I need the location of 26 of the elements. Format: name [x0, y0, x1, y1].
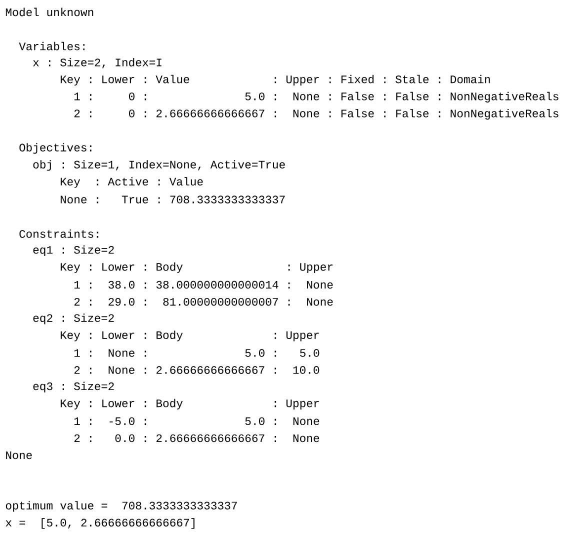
output-line: 1 : 0 : 5.0 : None : False : False : NonNegativeReals: [74, 92, 558, 103]
output-line: 1 : -5.0 : 5.0 : None: [74, 417, 320, 426]
output-line: x = [5.0, 2.66666666666667]: [6, 518, 194, 529]
output-line: Model unknown: [6, 8, 94, 16]
output-line: 1 : 38.0 : 38.000000000000014 : None: [74, 280, 333, 289]
output-line: Objectives:: [19, 143, 92, 154]
output-line: Key : Lower : Body : Upper: [60, 262, 333, 274]
output-line: Key : Lower : Body : Upper: [60, 330, 319, 342]
output-line: eq3 : Size=2: [33, 382, 114, 392]
output-line: Key : Lower : Value : Upper : Fixed : Stale : Domain: [60, 74, 490, 86]
output-line: Constraints:: [20, 229, 98, 238]
output-line: optimum value = 708.3333333333337: [6, 501, 237, 512]
output-line: eq2 : Size=2: [33, 314, 114, 324]
output-line: None : True : 708.3333333333337: [60, 196, 285, 204]
output-line: eq1 : Size=2: [33, 245, 114, 256]
output-line: 2 : 0 : 2.66666666666667 : None : False : False : NonNegativeReals: [74, 108, 558, 120]
output-line: None: [6, 451, 32, 460]
output-line: 2 : 0.0 : 2.66666666666667 : None: [74, 434, 320, 442]
output-line: 1 : None : 5.0 : 5.0: [74, 349, 320, 357]
output-line: Variables:: [18, 42, 84, 50]
output-line: 2 : 29.0 : 81.00000000000007 : None: [74, 298, 333, 306]
output-line: Key : Lower : Body : Upper: [60, 398, 319, 410]
output-line: obj : Size=1, Index=None, Active=True: [33, 160, 285, 171]
output-line: x : Size=2, Index=I: [33, 58, 162, 68]
output-line: Key : Active : Value: [60, 177, 203, 188]
output-line: 2 : None : 2.66666666666667 : 10.0: [74, 366, 320, 374]
